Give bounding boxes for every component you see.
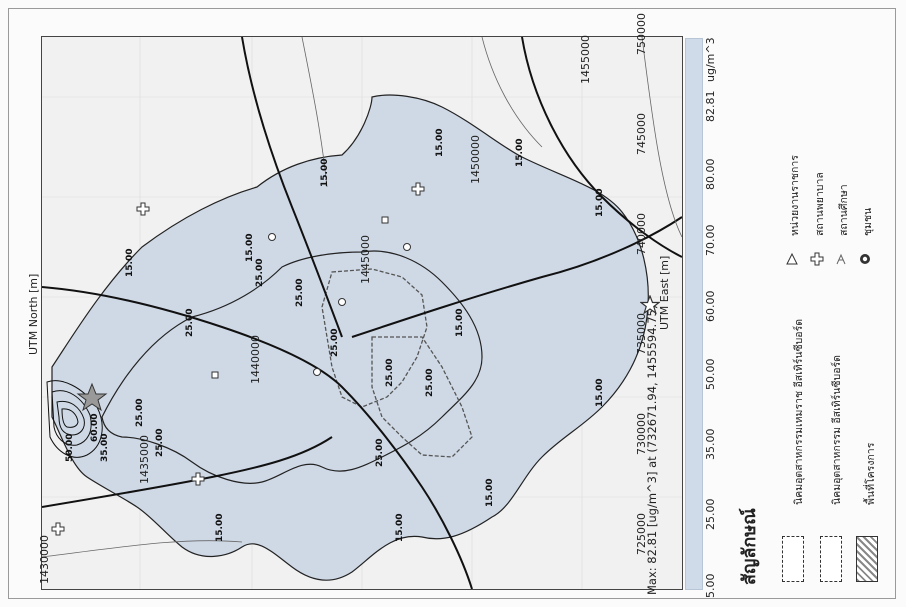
contour-label: 15.00 [215, 514, 225, 542]
contour-label: 15.00 [515, 139, 525, 167]
figure-frame [8, 8, 896, 599]
colorbar-tick: 82.81 [704, 90, 717, 123]
contour-label: 15.00 [595, 189, 605, 217]
community-icon [338, 298, 346, 306]
legend-label: ชุมชน [862, 207, 874, 236]
community-icon [268, 233, 276, 241]
minor-roads [42, 37, 682, 558]
contour-labels: 15.00 15.00 15.00 15.00 15.00 15.00 15.0… [65, 129, 605, 542]
hotspot-contours [46, 380, 103, 458]
contour-label: 25.00 [330, 329, 340, 357]
legend-label: นิคมอุตสาหกรรม อีสเทิร์นซีบอร์ด [831, 355, 843, 505]
x-tick: 1430000 [38, 535, 51, 584]
government-icon [381, 216, 389, 224]
hospital-icon [51, 522, 65, 536]
colorbar-tick: 70.00 [704, 224, 717, 257]
contour-label: 15.00 [455, 309, 465, 337]
government-icon [786, 252, 798, 265]
contour-label: 60.00 [90, 414, 100, 442]
colorbar-tick: 35.00 [704, 428, 717, 461]
contour-label: 25.00 [155, 429, 165, 457]
contour-label: 25.00 [255, 259, 265, 287]
contour-label: 15.00 [595, 379, 605, 407]
legend-label: หน่วยงานราชการ [789, 155, 801, 236]
contour-label: 35.00 [100, 434, 110, 462]
contour-label: 15.00 [320, 159, 330, 187]
colorbar-tick: 50.00 [704, 358, 717, 391]
hospital-icon [136, 202, 150, 216]
school-icon [836, 253, 846, 265]
contour-label: 25.00 [385, 359, 395, 387]
map-area: 15.00 15.00 15.00 15.00 15.00 15.00 15.0… [41, 36, 683, 590]
hospital-icon [810, 252, 824, 266]
x-axis-title: UTM North [m] [27, 273, 40, 355]
max-concentration-star-icon [76, 382, 108, 412]
contour-label: 15.00 [485, 479, 495, 507]
map-symbols [51, 182, 425, 536]
contour-label: 15.00 [395, 514, 405, 542]
hospital-icon [191, 472, 205, 486]
legend-swatch-hemaraj [782, 536, 804, 582]
contour-label: 25.00 [425, 369, 435, 397]
contour-label: 50.00 [65, 434, 75, 462]
legend-label: สถานศึกษา [838, 184, 850, 236]
contour-label: 25.00 [375, 439, 385, 467]
max-star-icon [640, 295, 660, 315]
y-tick: 740000 [635, 213, 648, 255]
government-icon [211, 371, 219, 379]
y-tick: 745000 [635, 113, 648, 155]
contour-label: 25.00 [295, 279, 305, 307]
x-tick: 1435000 [138, 435, 151, 484]
legend-label: พื้นที่โครงการ [865, 442, 877, 505]
contour-label: 15.00 [125, 249, 135, 277]
colorbar-tick: 25.00 [704, 498, 717, 531]
y-axis-title: UTM East [m] [658, 255, 671, 330]
community-icon [403, 243, 411, 251]
contour-label: 25.00 [135, 399, 145, 427]
legend-title: สัญลักษณ์ [739, 508, 760, 585]
colorbar-tick: 80.00 [704, 158, 717, 191]
contour-label: 15.00 [435, 129, 445, 157]
map-canvas: 15.00 15.00 15.00 15.00 15.00 15.00 15.0… [42, 37, 682, 589]
contour-label: 15.00 [245, 234, 255, 262]
x-tick: 1450000 [469, 135, 482, 184]
y-tick: 750000 [635, 13, 648, 55]
legend-label: นิคมอุตสาหกรรมเหมราช อีสเทิร์นซีบอร์ด [793, 318, 805, 505]
max-concentration-label: Max: 82.81 [ug/m^3] at (732671.94, 14555… [645, 304, 659, 595]
legend-swatch-eastern-seaboard [820, 536, 842, 582]
contour-label: 25.00 [185, 309, 195, 337]
x-tick: 1455000 [579, 35, 592, 84]
eastern-seaboard-boundary [371, 336, 473, 458]
x-tick: 1445000 [359, 235, 372, 284]
concentration-plume [51, 94, 649, 581]
colorbar [685, 38, 703, 590]
x-tick: 1440000 [249, 335, 262, 384]
roads [42, 37, 682, 589]
legend-swatch-project-area [856, 536, 878, 582]
legend-label: สถานพยาบาล [814, 172, 826, 236]
colorbar-tick: 5.00 [704, 573, 717, 599]
community-icon [860, 254, 870, 264]
community-icon [313, 368, 321, 376]
contour-25 [101, 250, 483, 484]
industrial-estate-boundary [321, 268, 428, 408]
colorbar-tick: 60.00 [704, 290, 717, 323]
colorbar-unit: ug/m^3 [704, 37, 717, 82]
hospital-icon [411, 182, 425, 196]
